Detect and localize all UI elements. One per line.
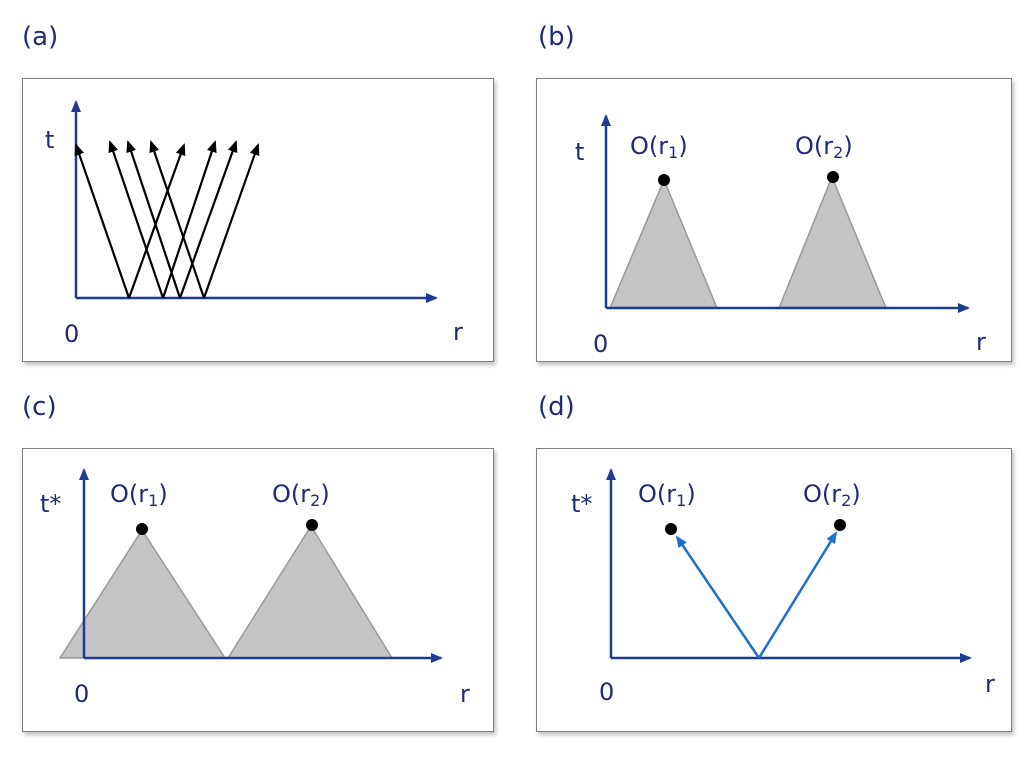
panel-c-t-label: t* (40, 490, 61, 518)
panel-a-ray (126, 140, 182, 299)
panel-c (22, 448, 494, 732)
panel-c-point-2 (306, 519, 318, 531)
panel-a-r-label: r (453, 318, 463, 346)
panel-d-point-1 (665, 523, 677, 535)
panel-b-origin-label: 0 (593, 330, 608, 358)
panel-d-vector-1 (675, 535, 761, 659)
panel-d-point-1-label: O(r1) (638, 480, 696, 510)
panel-d-r-label: r (985, 670, 995, 698)
panel-a-ray (108, 140, 165, 299)
panel-label-a: (a) (22, 22, 59, 52)
panel-d-point-2 (834, 519, 846, 531)
panel-a-ray (178, 140, 238, 299)
panel-d-point-2-label: O(r2) (803, 480, 861, 510)
panel-b-point-2 (827, 171, 839, 183)
panel-d-t-label: t* (571, 490, 592, 518)
panel-b-point-1-label: O(r1) (630, 132, 688, 162)
panel-b-r-label: r (976, 328, 986, 356)
panel-a (22, 78, 494, 362)
panel-b-point-1 (658, 174, 670, 186)
panel-d-diagram: t* 0 r O(r1) O(r2) (571, 468, 995, 706)
panel-c-point-1 (136, 523, 148, 535)
panel-label-d: (d) (538, 392, 575, 422)
panel-c-diagram: t* 0 r O(r1) O(r2) (40, 468, 470, 708)
panel-b-t-label: t (575, 138, 584, 166)
panel-d-vector-2 (757, 531, 838, 659)
panel-c-cone-2 (226, 524, 394, 659)
panel-c-point-2-label: O(r2) (272, 480, 330, 510)
panel-d-origin-label: 0 (599, 678, 614, 706)
panel-label-b: (b) (538, 22, 575, 52)
panel-d (536, 448, 1012, 732)
panel-a-ray (74, 143, 131, 299)
panel-b-cone-1 (608, 178, 719, 309)
panel-a-ray (149, 140, 206, 299)
panel-a-t-label: t (45, 126, 54, 154)
panel-b (536, 78, 1012, 362)
panel-b-cone-2 (777, 175, 888, 309)
panel-c-r-label: r (460, 680, 470, 708)
panel-a-origin-label: 0 (64, 320, 79, 348)
panel-a-diagram: t 0 r (45, 100, 463, 348)
panel-a-ray (127, 143, 186, 299)
panel-label-c: (c) (22, 392, 57, 422)
panel-c-point-1-label: O(r1) (110, 480, 168, 510)
panel-b-diagram: t 0 r O(r1) O(r2) (575, 114, 986, 358)
panel-a-ray (202, 143, 260, 299)
panel-b-point-2-label: O(r2) (795, 132, 853, 162)
panel-c-origin-label: 0 (74, 680, 89, 708)
